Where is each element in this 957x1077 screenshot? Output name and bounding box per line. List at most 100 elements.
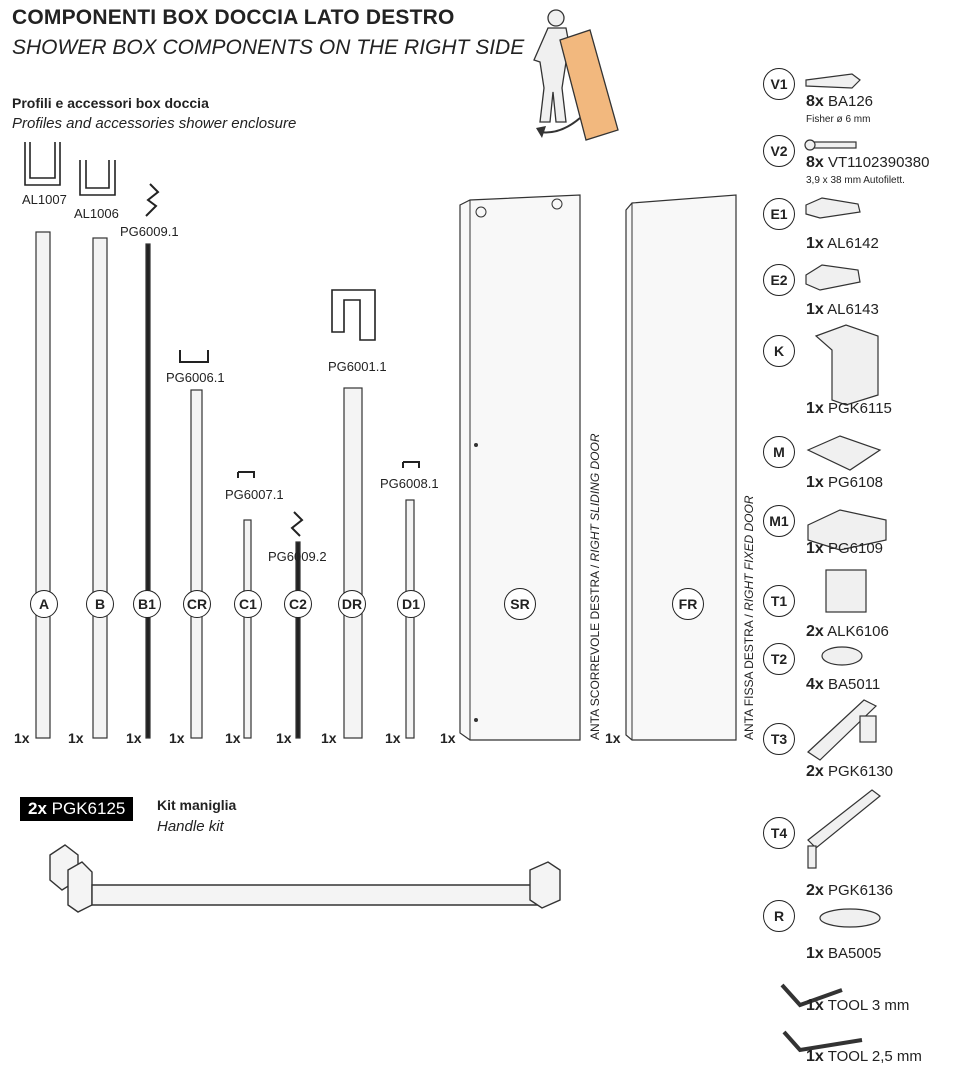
door-label-sliding: ANTA SCORREVOLE DESTRA / RIGHT SLIDING D… — [588, 433, 602, 740]
profile-letter: D1 — [397, 590, 425, 618]
accessory-qty: 1x — [806, 540, 824, 557]
profiles-title-english: Profiles and accessories shower enclosur… — [12, 115, 297, 132]
profile-letter: C2 — [284, 590, 312, 618]
qty-profile: 1x — [321, 730, 337, 746]
handle-kit-label-en: Handle kit — [157, 818, 224, 835]
accessory-qty: 2x — [806, 763, 824, 780]
door-label-fixed: ANTA FISSA DESTRA / RIGHT FIXED DOOR — [742, 496, 756, 741]
accessory-id: V1 — [763, 68, 795, 100]
accessory-code: PGK6115 — [827, 400, 892, 417]
accessory-entry: 1x AL6142 — [806, 235, 879, 253]
accessory-code: PGK6136 — [827, 882, 894, 899]
profile-letter: B — [86, 590, 114, 618]
handle-kit-icon — [49, 844, 561, 913]
accessory-entry: 8x BA126 — [806, 93, 873, 111]
door-letter-fr: FR — [672, 588, 704, 620]
code-al1007: AL1007 — [22, 192, 67, 207]
accessory-entry: 1x AL6143 — [806, 301, 879, 319]
profiles-title-italian: Profili e accessori box doccia — [12, 95, 209, 111]
accessory-qty: 1x — [806, 474, 824, 491]
accessory-code: AL6142 — [827, 235, 879, 252]
accessory-code: PG6108 — [827, 474, 884, 491]
accessory-qty: 1x — [806, 945, 824, 962]
sliding-door-panel — [459, 194, 581, 741]
handle-kit-label-it: Kit maniglia — [157, 797, 237, 813]
wood-panel-icon — [559, 29, 619, 141]
tool-code: TOOL 2,5 mm — [827, 1048, 922, 1065]
accessory-id: M — [763, 436, 795, 468]
door-letter-sr: SR — [504, 588, 536, 620]
tool-qty: 1x — [806, 997, 824, 1014]
qty-profile: 1x — [225, 730, 241, 746]
door-label-sliding-it: ANTA SCORREVOLE DESTRA / — [588, 561, 602, 740]
accessory-code: PGK6130 — [827, 763, 894, 780]
tool-entry: 1x TOOL 3 mm — [806, 997, 909, 1015]
qty-door-fr: 1x — [605, 730, 621, 746]
handle-kit-badge: 2x PGK6125 — [20, 797, 134, 821]
accessory-qty: 4x — [806, 676, 824, 693]
accessory-id: R — [763, 900, 795, 932]
profile-letter: C1 — [234, 590, 262, 618]
accessory-code: PG6109 — [827, 540, 884, 557]
qty-profile: 1x — [126, 730, 142, 746]
code-pg6001-1: PG6001.1 — [328, 359, 387, 374]
accessory-entry: 2x PGK6136 — [806, 882, 893, 900]
handle-kit-qty: 2x — [28, 799, 47, 818]
code-pg6007-1: PG6007.1 — [225, 487, 284, 502]
accessory-entry: 4x BA5011 — [806, 676, 880, 694]
accessory-qty: 1x — [806, 235, 824, 252]
accessory-entry: 1x PG6109 — [806, 540, 883, 558]
accessory-id: T1 — [763, 585, 795, 617]
accessory-qty: 1x — [806, 400, 824, 417]
accessory-id: K — [763, 335, 795, 367]
accessory-qty: 2x — [806, 882, 824, 899]
accessory-id: T4 — [763, 817, 795, 849]
accessory-entry: 1x BA5005 — [806, 945, 881, 963]
accessory-code: ALK6106 — [827, 623, 889, 640]
title-italian: COMPONENTI BOX DOCCIA LATO DESTRO — [12, 6, 455, 29]
accessory-qty: 1x — [806, 301, 824, 318]
qty-profile: 1x — [276, 730, 292, 746]
profile-letter: CR — [183, 590, 211, 618]
accessory-qty: 2x — [806, 623, 824, 640]
profile-letter: DR — [338, 590, 366, 618]
code-al1006: AL1006 — [74, 206, 119, 221]
accessory-code: VT1102390380 — [827, 154, 930, 171]
accessory-id: E2 — [763, 264, 795, 296]
accessory-id: T2 — [763, 643, 795, 675]
code-pg6008-1: PG6008.1 — [380, 476, 439, 491]
qty-profile: 1x — [385, 730, 401, 746]
code-pg6009-2: PG6009.2 — [268, 549, 327, 564]
accessory-entry: 1x PGK6115 — [806, 400, 892, 418]
profile-letter: A — [30, 590, 58, 618]
handle-kit-code: PGK6125 — [51, 799, 126, 818]
door-label-fixed-en: RIGHT FIXED DOOR — [742, 495, 756, 611]
fixed-door-panel — [625, 194, 737, 741]
accessory-code: BA126 — [827, 93, 874, 110]
door-label-fixed-it: ANTA FISSA DESTRA / — [742, 610, 756, 740]
accessory-code: BA5005 — [827, 945, 882, 962]
accessory-qty: 8x — [806, 154, 824, 171]
accessory-id: T3 — [763, 723, 795, 755]
profile-letter: B1 — [133, 590, 161, 618]
accessory-entry: 2x PGK6130 — [806, 763, 893, 781]
accessory-entry: 1x PG6108 — [806, 474, 883, 492]
accessory-code: AL6143 — [827, 301, 879, 318]
accessory-id: M1 — [763, 505, 795, 537]
qty-profile: 1x — [68, 730, 84, 746]
code-pg6006-1: PG6006.1 — [166, 370, 225, 385]
qty-door-sr: 1x — [440, 730, 456, 746]
accessory-id: E1 — [763, 198, 795, 230]
qty-profile: 1x — [169, 730, 185, 746]
accessory-code: BA5011 — [827, 676, 881, 693]
accessory-entry: 2x ALK6106 — [806, 623, 889, 641]
title-english: SHOWER BOX COMPONENTS ON THE RIGHT SIDE — [12, 36, 525, 59]
accessory-sub: 3,9 x 38 mm Autofilett. — [806, 175, 905, 186]
tool-code: TOOL 3 mm — [827, 997, 910, 1014]
code-pg6009-1: PG6009.1 — [120, 224, 179, 239]
tool-qty: 1x — [806, 1048, 824, 1065]
tool-entry: 1x TOOL 2,5 mm — [806, 1048, 922, 1066]
qty-profile: 1x — [14, 730, 30, 746]
accessory-sub: Fisher ø 6 mm — [806, 114, 871, 125]
accessory-id: V2 — [763, 135, 795, 167]
